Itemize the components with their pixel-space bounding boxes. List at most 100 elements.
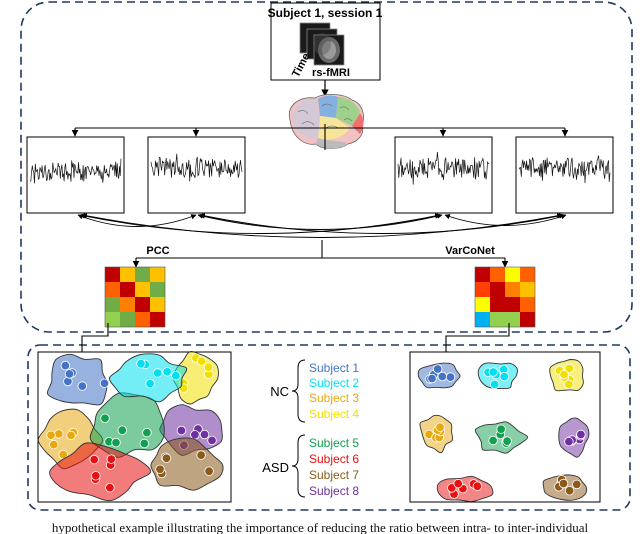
legend-item-subject-2: Subject 2: [309, 376, 359, 390]
subject-dot: [136, 359, 146, 369]
subject-dot: [203, 362, 214, 372]
matrix-cell: [475, 267, 490, 282]
subject-dot: [433, 364, 443, 374]
matrix-cell: [135, 267, 150, 282]
subject-dot: [190, 430, 200, 440]
subject-dot: [106, 454, 117, 464]
subject-dot: [105, 483, 115, 493]
figure-caption: hypothetical example illustrating the im…: [51, 521, 589, 534]
subject-dot: [204, 466, 214, 476]
subject-dot: [91, 471, 101, 481]
matrix-cell: [490, 282, 505, 297]
matrix-cell: [490, 297, 505, 312]
subject-dot: [453, 478, 463, 489]
matrix-cell: [105, 282, 120, 297]
legend-item-subject-6: Subject 6: [309, 452, 359, 466]
brain-parcellation-icon: [288, 94, 364, 149]
bottom-panel-frame: [27, 344, 631, 511]
roi-timeseries-3: [394, 136, 493, 214]
subject-dot: [207, 435, 217, 446]
subject-dot: [117, 425, 128, 435]
subject-dot: [496, 424, 506, 434]
subject-dot: [564, 379, 574, 390]
matrix-cell: [475, 282, 490, 297]
pcc-connectivity-matrix: [104, 266, 166, 328]
varconet-subject-clusters: [417, 359, 590, 502]
cluster-blob: [109, 353, 188, 403]
subject-dot: [60, 360, 71, 371]
subject-dot: [564, 486, 575, 496]
matrix-cell: [520, 282, 535, 297]
subject-dot: [576, 429, 586, 440]
subject-dot: [64, 369, 75, 379]
matrix-cell: [135, 312, 150, 327]
matrix-cell: [520, 267, 535, 282]
nc-group-label: NC: [270, 384, 289, 399]
matrix-cell: [520, 297, 535, 312]
subject-dot: [99, 378, 110, 389]
subject-dot: [437, 371, 448, 382]
subject-dot: [139, 438, 150, 449]
subject-dot: [472, 481, 483, 491]
subject-dot: [572, 479, 582, 490]
subject-dot: [111, 437, 121, 448]
subject-dot: [171, 371, 181, 381]
subject-dot: [54, 429, 64, 439]
varconet-label: VarCoNet: [445, 245, 495, 257]
legend-item-subject-3: Subject 3: [309, 391, 359, 405]
asd-group-label: ASD: [262, 460, 289, 475]
matrix-cell: [475, 312, 490, 327]
subject-dot: [488, 367, 499, 377]
matrix-cell: [505, 312, 520, 327]
subject-dot: [46, 430, 56, 441]
roi-timeseries-1: [26, 136, 125, 214]
subject-dot: [490, 379, 500, 390]
subject-dot: [564, 436, 574, 447]
subject-dot: [63, 376, 73, 387]
legend-item-subject-7: Subject 7: [309, 468, 359, 482]
legend-item-subject-8: Subject 8: [309, 484, 359, 498]
subject-dot: [162, 367, 172, 377]
pcc-label: PCC: [146, 245, 169, 257]
subject-dot: [145, 378, 155, 389]
subject-dot: [100, 413, 110, 424]
cluster-blob: [46, 353, 108, 406]
subject-dot: [564, 363, 575, 374]
subject-dot: [445, 372, 456, 382]
cluster-blob: [150, 437, 224, 491]
subject-dot: [196, 450, 206, 460]
roi-timeseries-2: [147, 136, 246, 214]
matrix-cell: [490, 312, 505, 327]
subject-dot: [49, 439, 59, 450]
subject-dot: [77, 381, 88, 391]
matrix-cell: [475, 297, 490, 312]
matrix-cell: [520, 312, 535, 327]
matrix-cell: [120, 267, 135, 282]
subject-dot: [196, 356, 207, 366]
subject-dot: [89, 454, 99, 465]
matrix-cell: [505, 282, 520, 297]
matrix-cell: [150, 312, 165, 327]
subject-session-title: Subject 1, session 1: [268, 6, 383, 20]
matrix-cell: [135, 297, 150, 312]
subject-dot: [66, 430, 76, 441]
subject-dot: [142, 427, 152, 438]
matrix-cell: [120, 312, 135, 327]
matrix-cell: [135, 282, 150, 297]
legend-item-subject-5: Subject 5: [309, 436, 359, 450]
legend-item-subject-1: Subject 1: [309, 361, 359, 375]
pcc-subject-clusters: [37, 350, 224, 502]
subject-dot: [176, 425, 187, 436]
fmri-scan-stack-icon: [299, 22, 345, 66]
subject-dot: [199, 429, 210, 440]
diagram: Subject 1, session 1 Time rs-fMRI: [20, 1, 633, 511]
subject-dot: [558, 478, 569, 489]
matrix-cell: [505, 297, 520, 312]
cluster-blob: [49, 442, 152, 502]
subject-dot: [152, 368, 163, 378]
subject-dot: [499, 371, 510, 382]
subject-dot: [502, 436, 512, 446]
fmri-input-box: Subject 1, session 1 Time rs-fMRI: [268, 2, 383, 81]
subject-dot: [435, 422, 445, 432]
